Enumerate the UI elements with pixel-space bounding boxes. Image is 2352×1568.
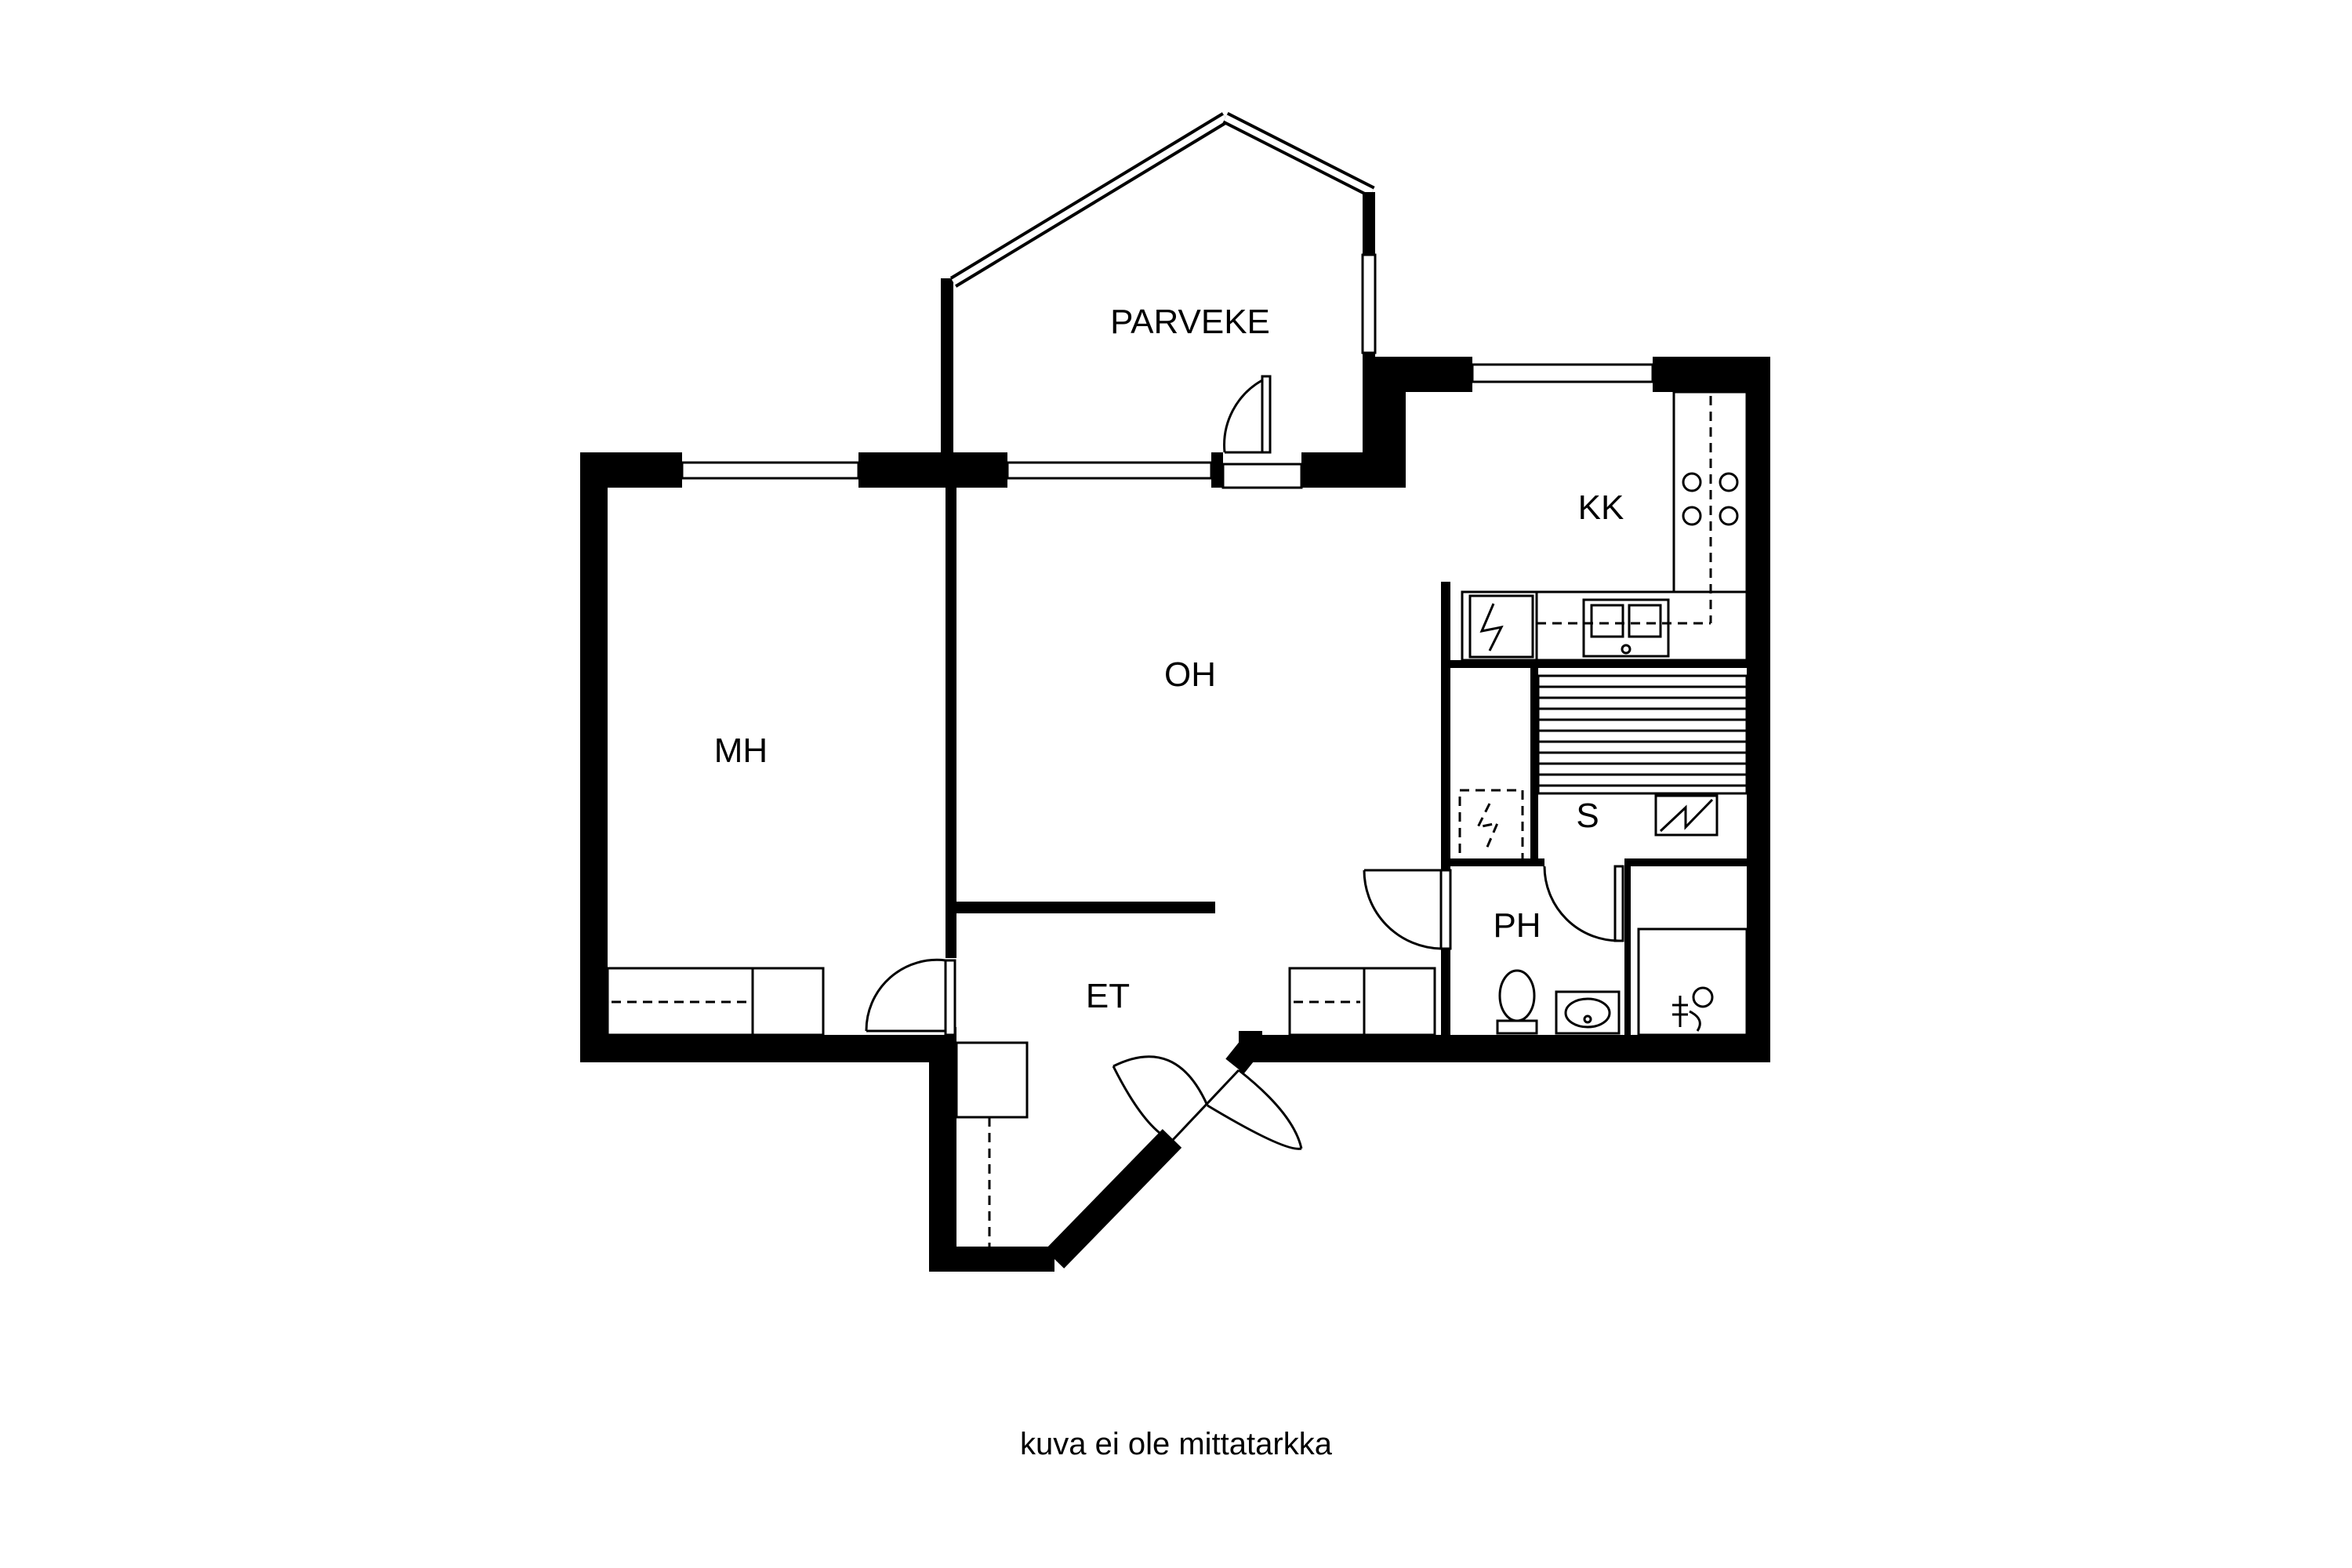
washbasin-icon bbox=[1555, 990, 1621, 1035]
disclaimer-caption: kuva ei ole mittatarkka bbox=[1020, 1427, 1332, 1461]
kitchen-fixtures bbox=[1461, 390, 1748, 662]
balcony-door bbox=[1223, 375, 1272, 454]
wardrobes bbox=[606, 967, 1436, 1247]
sauna-door bbox=[1543, 865, 1624, 942]
room-label-kk: KK bbox=[1578, 488, 1624, 527]
doors bbox=[865, 375, 1624, 1150]
bathroom-door bbox=[1363, 869, 1452, 950]
bathroom-fixtures bbox=[1496, 927, 1748, 1036]
room-label-mh: MH bbox=[714, 731, 768, 770]
balcony bbox=[941, 111, 1377, 486]
electric-panel-icon bbox=[1458, 789, 1524, 862]
outer-walls bbox=[580, 357, 1770, 1272]
room-label-ph: PH bbox=[1493, 906, 1541, 945]
fridge-icon bbox=[1468, 594, 1534, 659]
room-label-parveke: PARVEKE bbox=[1110, 303, 1270, 341]
bedroom-door bbox=[865, 958, 956, 1036]
room-label-oh: OH bbox=[1164, 655, 1216, 694]
stove-icon bbox=[1682, 472, 1739, 526]
interior-walls bbox=[946, 488, 1747, 1043]
sauna-heater-icon bbox=[1654, 794, 1719, 837]
sink-icon bbox=[1582, 598, 1670, 658]
toilet-icon bbox=[1496, 969, 1538, 1035]
entrance-door bbox=[1112, 1055, 1303, 1150]
room-label-et: ET bbox=[1086, 977, 1130, 1015]
shower-icon bbox=[1672, 986, 1714, 1032]
room-label-s: S bbox=[1576, 797, 1599, 835]
sauna-fixtures bbox=[1458, 674, 1748, 862]
